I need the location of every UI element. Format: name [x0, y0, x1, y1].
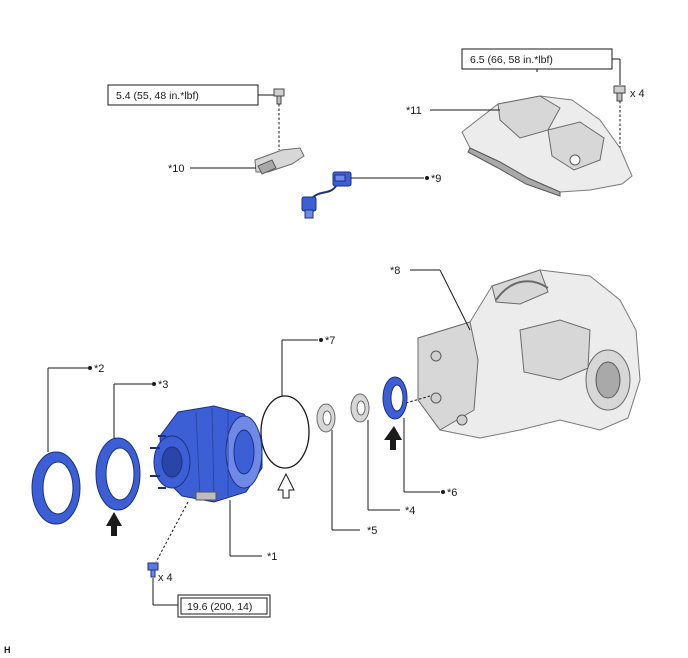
- callout-part-2: *2: [94, 363, 104, 375]
- sensor-part-9: [301, 171, 352, 219]
- bolt-icon-housing: [147, 562, 159, 578]
- dash-housing-bolt: [155, 501, 189, 563]
- washer-part-4: [350, 393, 370, 423]
- bracket-part-10: [254, 147, 305, 175]
- washer-part-5: [316, 403, 336, 433]
- callout-part-9: *9: [431, 173, 441, 185]
- torque-value-cover-bolt: 6.5 (66, 58 in.*lbf): [470, 54, 553, 66]
- install-arrow-part-3: [106, 512, 122, 536]
- torque-value-housing-bolt: 19.6 (200, 14): [187, 601, 252, 613]
- callout-part-8: *8: [390, 265, 400, 277]
- quantity-housing-bolt: x 4: [158, 572, 173, 584]
- callout-part-10: *10: [168, 163, 185, 175]
- callout-part-1: *1: [267, 551, 277, 563]
- bolt-icon-cover: [613, 85, 626, 102]
- leader-part-8-b: [439, 269, 471, 331]
- dot-part-9: [425, 176, 429, 180]
- callout-part-3: *3: [158, 379, 168, 391]
- torque-value-bracket-bolt: 5.4 (55, 48 in.*lbf): [116, 90, 199, 102]
- figure-code: H: [4, 645, 11, 655]
- dot-part-6: [441, 490, 445, 494]
- torque-box-housing-bolt-inner: [180, 597, 268, 615]
- install-arrow-part-6: [384, 426, 402, 450]
- cover-part-11: [461, 95, 633, 197]
- seal-ring-part-2: [31, 451, 81, 525]
- differential-carrier-part-8: [417, 269, 641, 439]
- dot-part-2: [88, 366, 92, 370]
- install-arrow-part-7: [277, 472, 295, 499]
- callout-part-4: *4: [405, 505, 415, 517]
- callout-part-7: *7: [325, 335, 335, 347]
- o-ring-part-7: [260, 395, 310, 469]
- dot-part-3: [152, 382, 156, 386]
- callout-part-11: *11: [406, 105, 422, 117]
- oil-seal-part-6: [382, 376, 408, 420]
- coupling-housing-part-1: [150, 405, 263, 503]
- dot-part-7: [319, 338, 323, 342]
- oil-seal-part-3: [95, 437, 141, 511]
- quantity-cover-bolt: x 4: [630, 88, 645, 100]
- callout-part-6: *6: [447, 487, 457, 499]
- callout-part-5: *5: [367, 525, 377, 537]
- bolt-icon-bracket: [273, 88, 285, 105]
